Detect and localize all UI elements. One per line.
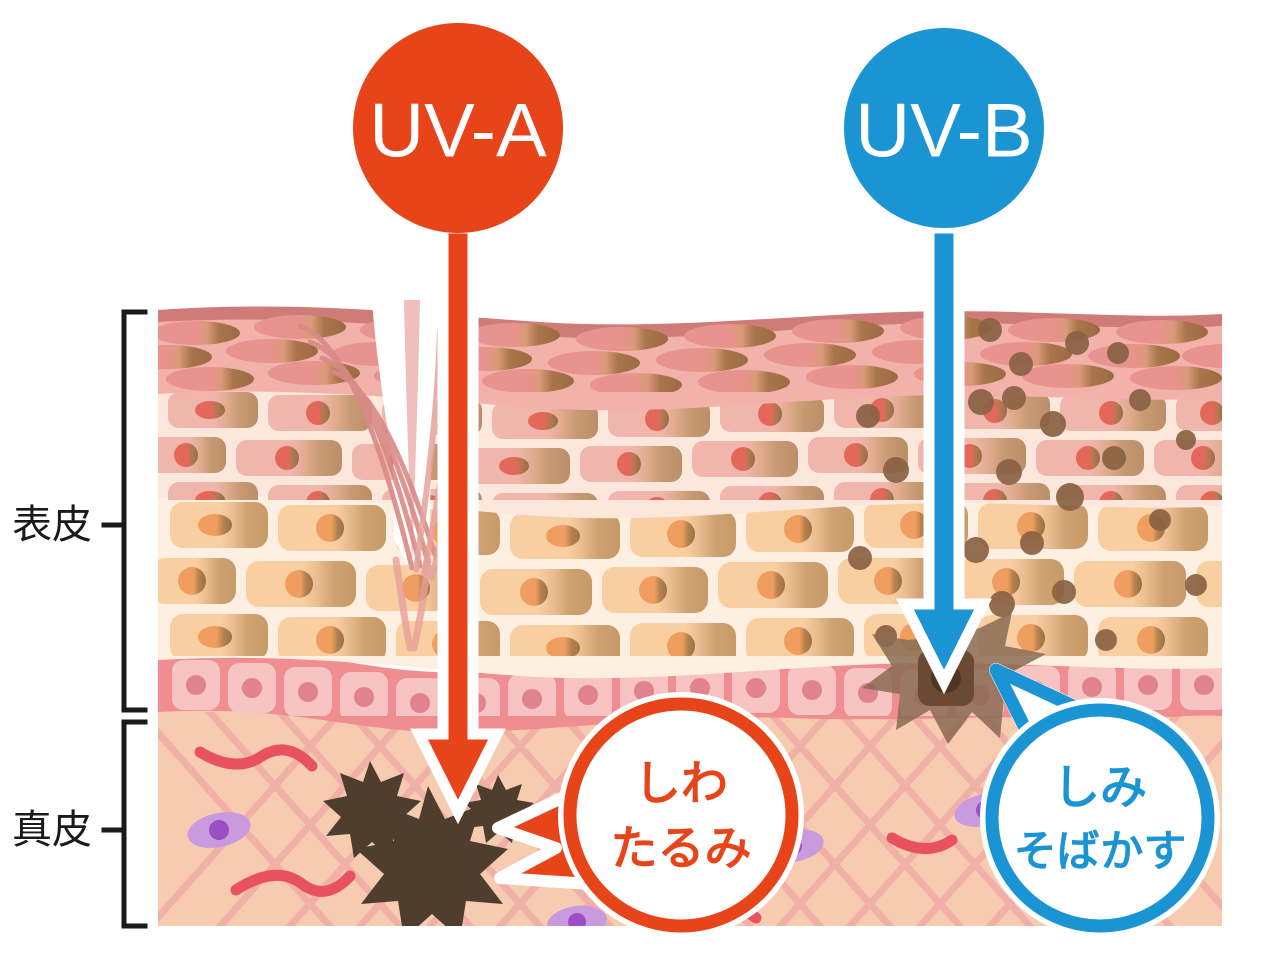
uva-badge-label: UV-A xyxy=(369,89,547,174)
spinous-cells xyxy=(158,502,1222,656)
layer-bracket-group xyxy=(101,309,148,929)
epidermis-label: 表皮 xyxy=(12,502,92,548)
uvb-badge-label: UV-B xyxy=(855,89,1032,174)
red-bubble-line-2: たるみ xyxy=(611,822,752,877)
uva-arrow xyxy=(410,222,506,825)
spinous-layer xyxy=(158,489,1222,679)
uvb-arrow xyxy=(896,222,992,695)
red-speech-bubble[interactable]: しわ たるみ xyxy=(492,692,804,938)
blue-bubble-line-2: そばかす xyxy=(1014,827,1187,877)
blue-speech-bubble[interactable]: しみ そばかす xyxy=(980,663,1220,938)
dermis-bracket xyxy=(101,719,148,929)
red-bubble-line-1: しわ xyxy=(634,757,728,812)
uvb-badge[interactable]: UV-B xyxy=(844,28,1044,228)
blue-bubble-line-1: しみ xyxy=(1053,761,1147,816)
dermis-label: 真皮 xyxy=(12,807,92,853)
uva-badge[interactable]: UV-A xyxy=(353,23,563,233)
epidermis-bracket xyxy=(101,309,148,713)
